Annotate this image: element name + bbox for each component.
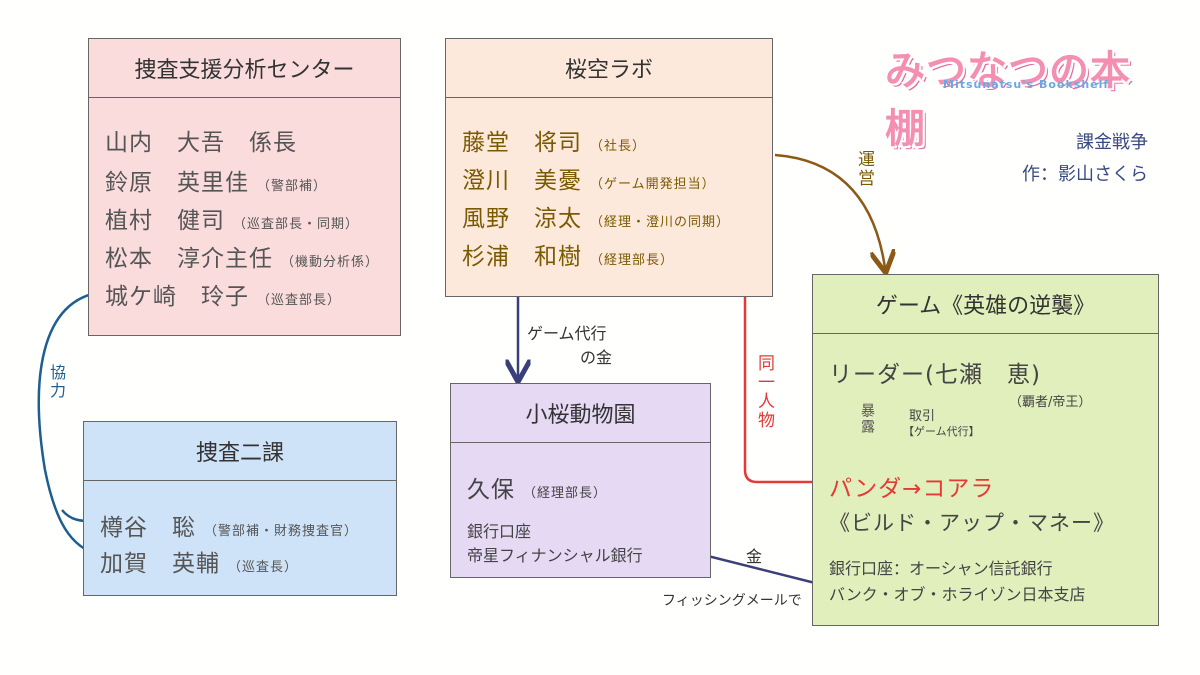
work-title: 課金戦争 — [1076, 132, 1148, 153]
operate-arrow — [774, 153, 885, 268]
center-title: 捜査支援分析センター — [89, 39, 400, 98]
same-person-label: 同一人物 — [754, 354, 774, 430]
cooperate-label: 協力 — [47, 364, 66, 400]
site-logo: みつなつの本棚 Mitsunatsu's Bookshelf — [885, 38, 1150, 152]
lab-member-highlight: 杉浦 和樹（経理部長） — [462, 244, 675, 270]
operate-label: 運営 — [854, 150, 874, 188]
game-bank: 銀行口座：オーシャン信託銀行 — [829, 559, 1053, 578]
center-member: 植村 健司（巡査部長・同期） — [105, 208, 360, 234]
deal-label: 取引 — [909, 409, 936, 424]
game-box: ゲーム《英雄の逆襲》 リーダー(七瀬 恵) （覇者/帝王） 暴露 取引 【ゲーム… — [812, 274, 1159, 626]
center-box: 捜査支援分析センター 山内 大吾 係長 鈴原 英里佳（警部補） 植村 健司（巡査… — [88, 38, 401, 336]
work-author: 作：影山さくら — [1022, 164, 1148, 185]
zoo-member: 久保（経理部長） — [467, 477, 608, 503]
phishing-label: フィッシングメールで — [662, 593, 802, 609]
dept2-title: 捜査二課 — [84, 422, 396, 481]
game-bank-branch: バンク・オブ・ホライゾン日本支店 — [829, 585, 1086, 604]
money-label: 金 — [746, 547, 763, 566]
center-member: 山内 大吾 係長 — [105, 130, 297, 156]
dept2-member: 加賀 英輔（巡査長） — [100, 551, 299, 577]
proxy-money-label-1: ゲーム代行 — [527, 324, 607, 343]
game-title: ゲーム《英雄の逆襲》 — [813, 275, 1158, 334]
cooperate-line — [37, 290, 103, 557]
lab-title: 桜空ラボ — [446, 39, 772, 98]
logo-main-text: みつなつの本棚 — [885, 48, 1131, 152]
game-player: パンダ→コアラ — [829, 476, 995, 502]
dept2-member: 樽谷 聡（警部補・財務捜査官） — [100, 515, 359, 541]
game-leader: リーダー(七瀬 恵) — [829, 362, 1041, 388]
proxy-money-label-2: の金 — [580, 348, 613, 367]
zoo-bank-label: 銀行口座 — [467, 522, 532, 541]
lab-member: 藤堂 将司（社長） — [462, 130, 647, 156]
game-leader-role: （覇者/帝王） — [1009, 395, 1092, 410]
deal-sub-label: 【ゲーム代行】 — [903, 425, 980, 438]
dept2-box: 捜査二課 樽谷 聡（警部補・財務捜査官） 加賀 英輔（巡査長） — [83, 421, 397, 596]
lab-member: 風野 涼太（経理・澄川の同期） — [462, 206, 731, 232]
zoo-box: 小桜動物園 久保（経理部長） 銀行口座 帝星フィナンシャル銀行 — [450, 383, 711, 578]
logo-sub-text: Mitsunatsu's Bookshelf — [943, 78, 1110, 91]
zoo-bank-name: 帝星フィナンシャル銀行 — [467, 546, 643, 565]
zoo-title: 小桜動物園 — [451, 384, 710, 443]
center-member: 鈴原 英里佳（警部補） — [105, 170, 328, 196]
game-guild: 《ビルド・アップ・マネー》 — [829, 511, 1115, 535]
center-member: 松本 淳介主任（機動分析係） — [105, 246, 380, 272]
lab-box: 桜空ラボ 藤堂 将司（社長） 澄川 美憂（ゲーム開発担当） 風野 涼太（経理・澄… — [445, 38, 773, 297]
center-member: 城ケ崎 玲子（巡査部長） — [105, 284, 342, 310]
expose-label: 暴露 — [859, 403, 875, 435]
lab-member: 澄川 美憂（ゲーム開発担当） — [462, 168, 716, 194]
